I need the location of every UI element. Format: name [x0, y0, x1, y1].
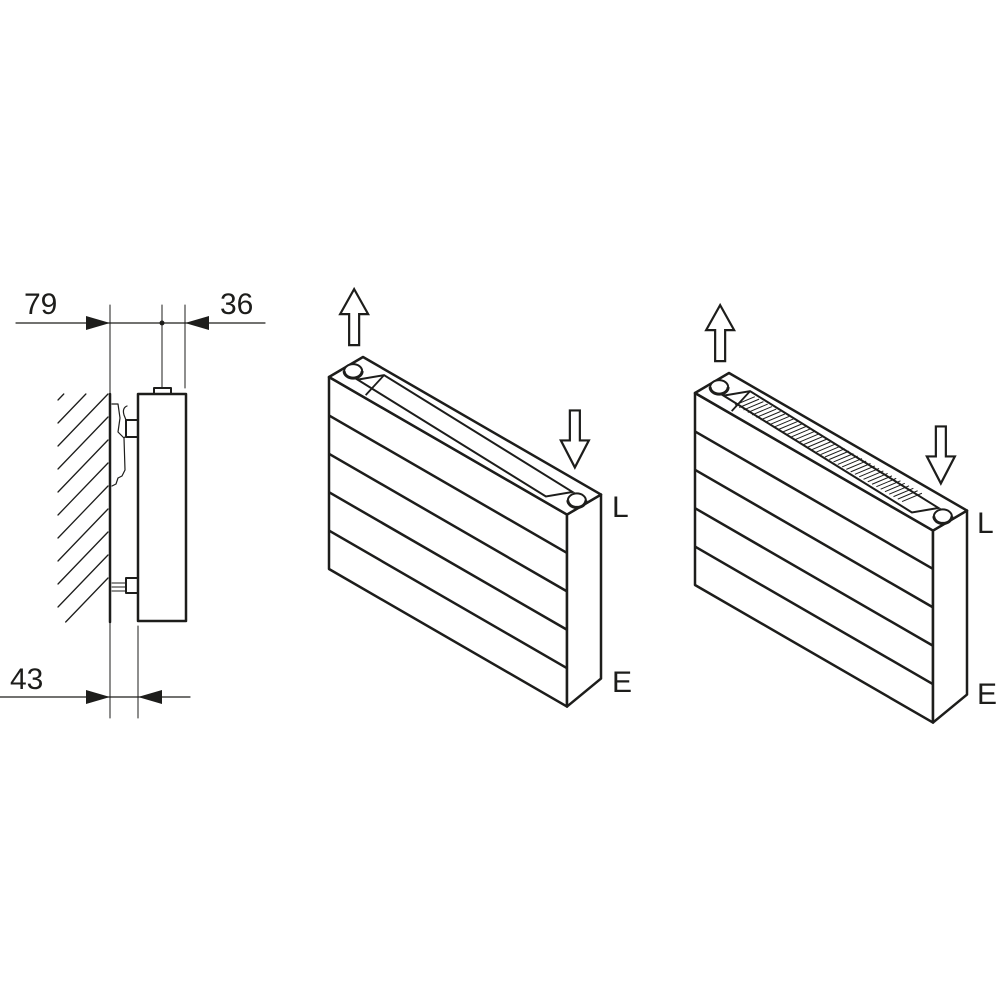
lower-fixing: [111, 582, 127, 592]
side-face: [565, 493, 603, 708]
convector-fin: [743, 401, 764, 411]
convector-fin: [884, 482, 905, 493]
hatch-line: [57, 485, 109, 539]
panel-groove: [328, 491, 568, 631]
convector-fin: [794, 430, 816, 441]
panel-groove: [328, 414, 568, 555]
convector-fin: [863, 470, 884, 480]
convector-fin: [846, 460, 867, 470]
dimension-36-label: 36: [220, 288, 253, 321]
convector-fin: [880, 480, 901, 490]
hatch-line: [57, 462, 109, 516]
arrowhead-icon: [138, 690, 162, 704]
radiator-top-cap: [153, 387, 172, 395]
side-view: 79 36 43: [0, 288, 266, 719]
convector-fin: [854, 465, 875, 475]
hatch-line: [57, 393, 87, 424]
panel-groove: [328, 529, 568, 670]
convector-fin: [777, 420, 798, 431]
side-face: [931, 509, 969, 724]
top-connection-label: L: [977, 507, 994, 540]
dimension-79-label: 79: [24, 288, 57, 321]
arrowhead-icon: [185, 316, 209, 330]
hatch-line: [57, 416, 109, 470]
upper-bracket: [125, 419, 139, 438]
convector-fin: [739, 398, 760, 408]
convector-fin: [867, 472, 888, 483]
slot-edge: [731, 390, 751, 412]
convector-fin: [769, 416, 790, 426]
pipe-rim: [342, 370, 364, 380]
flow-up-arrow-icon: [338, 286, 371, 347]
convector-fin: [820, 445, 841, 455]
wall-hook: [111, 403, 128, 487]
convector-fin: [841, 458, 863, 468]
convector-fin: [833, 453, 854, 463]
convector-fin: [734, 396, 756, 406]
radiator-fins-view: [693, 302, 969, 724]
radiator-slot-view: [327, 286, 603, 708]
convector-fin: [824, 448, 845, 458]
convector-fin: [829, 450, 850, 460]
hatch-line: [57, 508, 109, 562]
pipe-rim: [566, 500, 588, 509]
bottom-connection-label: E: [612, 666, 632, 699]
hatch-line: [57, 439, 109, 493]
convector-fin: [751, 406, 773, 416]
panel-groove: [694, 507, 934, 647]
convector-fin: [803, 435, 824, 446]
convector-fin: [807, 438, 828, 448]
hatch-line: [57, 531, 109, 585]
convector-fin: [786, 425, 807, 436]
convector-fin: [837, 455, 858, 465]
top-connection-label: L: [612, 491, 629, 524]
convector-fin: [790, 428, 811, 438]
flow-down-arrow-icon: [925, 425, 957, 486]
convector-fin: [859, 468, 880, 478]
panel-groove: [694, 545, 934, 686]
convector-fin: [816, 443, 837, 453]
convector-fin: [876, 477, 897, 488]
convector-fin: [871, 475, 893, 485]
convector-fin: [781, 423, 803, 433]
pipe-rim: [932, 516, 954, 525]
panel-groove: [328, 452, 568, 593]
convector-fin: [811, 440, 833, 451]
hatch-line: [57, 393, 109, 447]
panel-groove: [694, 468, 934, 609]
top-slot: [354, 374, 576, 498]
hatch-line: [65, 577, 109, 623]
flow-down-arrow-icon: [559, 409, 591, 470]
convector-fin: [764, 413, 786, 423]
convector-fin: [893, 487, 914, 498]
convector-fin: [889, 485, 910, 495]
dimension-43-label: 43: [10, 663, 43, 696]
convector-fin: [760, 411, 781, 421]
convector-fin: [773, 418, 794, 428]
bottom-connection-label: E: [977, 678, 997, 711]
convector-fin: [850, 463, 871, 473]
convector-fin: [747, 403, 768, 413]
convector-fin: [756, 408, 777, 418]
convector-fin: [901, 492, 923, 503]
lower-bracket: [125, 577, 139, 594]
arrowhead-icon: [86, 690, 110, 704]
hatch-line: [57, 393, 65, 401]
pipe-rim: [708, 386, 730, 396]
hatch-line: [57, 554, 109, 608]
radiator-side-body: [136, 392, 188, 623]
wall-hatching: [57, 393, 109, 623]
flow-up-arrow-icon: [704, 302, 737, 363]
arrowhead-icon: [86, 316, 110, 330]
slot-edge: [365, 374, 385, 396]
panel-groove: [694, 430, 934, 571]
convector-fin: [897, 490, 918, 500]
convector-fin: [799, 433, 820, 443]
